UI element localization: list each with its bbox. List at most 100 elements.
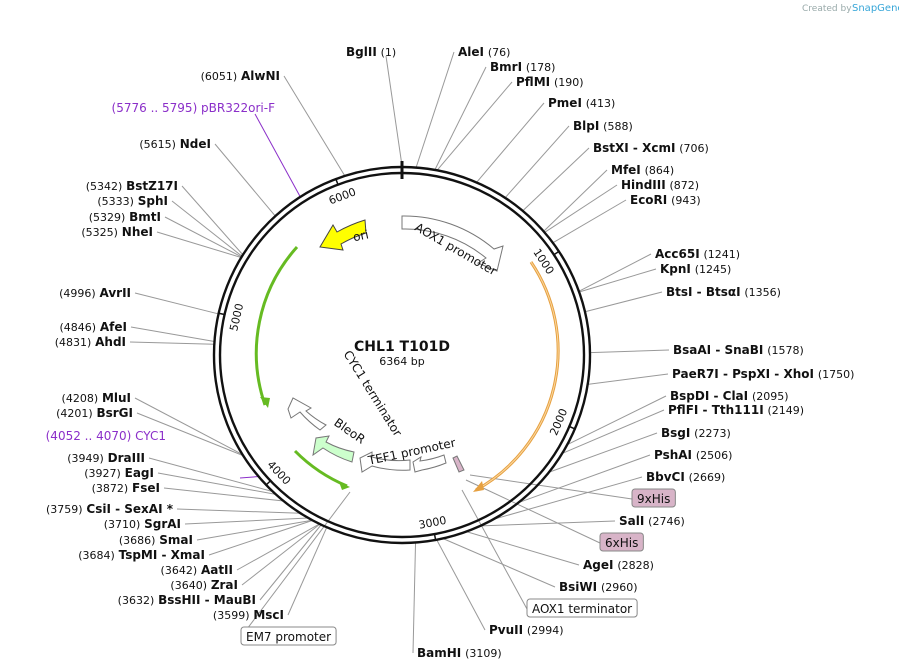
enzyme-label[interactable]: PaeR7I - PspXI - XhoI (1750) (672, 367, 854, 381)
enzyme-leader (196, 519, 313, 541)
feature-leader (469, 474, 633, 500)
enzyme-label[interactable]: (4996) AvrII (59, 286, 131, 300)
enzyme-label[interactable]: BspDI - ClaI (2095) (670, 389, 789, 403)
enzyme-label[interactable]: AgeI (2828) (583, 558, 654, 572)
enzyme-label[interactable]: PflFI - Tth111I (2149) (668, 403, 804, 417)
enzyme-label[interactable]: BamHI (3109) (417, 646, 502, 660)
enzyme-label[interactable]: (3599) MscI (213, 608, 284, 622)
enzyme-label[interactable]: MfeI (864) (611, 163, 674, 177)
enzyme-label[interactable]: (3684) TspMI - XmaI (78, 548, 205, 562)
small-feature-arrow[interactable] (412, 454, 447, 473)
enzyme-label[interactable]: BglII (1) (346, 45, 396, 59)
enzyme-name: PmeI (548, 96, 582, 110)
enzyme-label[interactable]: (3640) ZraI (170, 578, 238, 592)
cyc1-terminator-arrow[interactable] (287, 397, 327, 431)
enzyme-label[interactable]: (5615) NdeI (139, 137, 211, 151)
enzyme-leader (176, 508, 301, 514)
enzyme-position: (1356) (744, 286, 781, 299)
enzyme-label[interactable]: BbvCI (2669) (646, 470, 725, 484)
enzyme-label[interactable]: Acc65I (1241) (655, 247, 740, 261)
tick-mark (568, 425, 577, 430)
primer-label[interactable]: (5776 .. 5795) pBR322ori-F (112, 101, 276, 115)
enzyme-position: (3640) (170, 579, 207, 592)
enzyme-leader (136, 412, 244, 457)
enzyme-leader (561, 409, 665, 454)
enzyme-label[interactable]: KpnI (1245) (660, 262, 731, 276)
enzyme-position: (5615) (139, 138, 176, 151)
enzyme-label[interactable]: PshAI (2506) (654, 448, 732, 462)
enzyme-label[interactable]: BsaAI - SnaBI (1578) (673, 343, 804, 357)
enzyme-label[interactable]: (5342) BstZ17I (86, 179, 178, 193)
enzyme-leader (584, 291, 663, 313)
enzyme-name: PvuII (489, 623, 523, 637)
enzyme-position: (2828) (617, 559, 654, 572)
enzyme-leader (134, 292, 219, 315)
enzyme-label[interactable]: (4208) MluI (62, 391, 131, 405)
enzyme-label[interactable]: (3632) BssHII - MauBI (118, 593, 256, 607)
enzyme-leader (148, 457, 273, 493)
bleor-arrow[interactable] (312, 435, 355, 463)
enzyme-position: (5329) (89, 211, 126, 224)
enzyme-name: AvrII (99, 286, 131, 300)
enzyme-name: EagI (125, 466, 154, 480)
enzyme-label[interactable]: BstXI - XcmI (706) (593, 141, 709, 155)
enzyme-label[interactable]: PflMI (190) (516, 75, 584, 89)
enzyme-name: MfeI (611, 163, 641, 177)
primer-leader (239, 476, 259, 479)
enzyme-label[interactable]: (3710) SgrAI (104, 517, 181, 531)
enzyme-label[interactable]: (4201) BsrGI (56, 406, 133, 420)
enzyme-label[interactable]: (6051) AlwNI (201, 69, 280, 83)
enzyme-label[interactable]: PvuII (2994) (489, 623, 564, 637)
feature-leader (240, 491, 351, 638)
enzyme-label[interactable]: SalI (2746) (619, 514, 685, 528)
primer-label[interactable]: (4052 .. 4070) CYC1 (46, 429, 166, 443)
enzyme-label[interactable]: EcoRI (943) (630, 193, 701, 207)
plasmid-length: 6364 bp (379, 355, 424, 368)
boxed-feature[interactable] (526, 598, 638, 618)
enzyme-leader (184, 517, 309, 525)
leader-lines (129, 51, 670, 654)
enzyme-leader (171, 200, 243, 257)
enzyme-position: (178) (526, 61, 556, 74)
boxed-feature[interactable] (631, 488, 676, 508)
enzyme-label[interactable]: (5333) SphI (97, 194, 168, 208)
boxed-feature[interactable] (599, 532, 644, 552)
enzyme-label[interactable]: (4846) AfeI (59, 320, 127, 334)
enzyme-leader (442, 538, 556, 588)
enzyme-position: (3872) (92, 482, 129, 495)
enzyme-label[interactable]: BsiWI (2960) (559, 580, 638, 594)
enzyme-name: AfeI (100, 320, 127, 334)
enzyme-name: BglII (346, 45, 377, 59)
enzyme-label[interactable]: (3642) AatII (161, 563, 233, 577)
enzyme-leader (544, 184, 618, 233)
enzyme-label[interactable]: AleI (76) (458, 45, 510, 59)
enzyme-label[interactable]: BtsI - BtsαI (1356) (666, 285, 781, 299)
enzyme-label[interactable]: (5329) BmtI (89, 210, 161, 224)
boxed-feature[interactable] (240, 626, 337, 646)
aox1-promoter-arrow[interactable] (401, 215, 504, 272)
green-arc-left (254, 245, 299, 406)
enzyme-label[interactable]: HindIII (872) (621, 178, 699, 192)
enzyme-label[interactable]: (5325) NheI (81, 225, 153, 239)
enzyme-label[interactable]: (3686) SmaI (119, 533, 193, 547)
enzyme-label[interactable]: BsgI (2273) (661, 426, 731, 440)
tick-label: 6000 (327, 185, 358, 207)
tef1-promoter-arrow[interactable] (359, 451, 411, 473)
enzyme-label[interactable]: (3759) CsiI - SexAI * (46, 502, 174, 516)
enzyme-label[interactable]: (3949) DraIII (67, 451, 145, 465)
tick-mark (433, 532, 437, 542)
enzyme-position: (5333) (97, 195, 134, 208)
enzyme-label[interactable]: (4831) AhdI (55, 335, 126, 349)
enzyme-label[interactable]: BmrI (178) (490, 60, 555, 74)
enzyme-label[interactable]: (3872) FseI (92, 481, 160, 495)
enzyme-label[interactable]: PmeI (413) (548, 96, 615, 110)
enzyme-leader (287, 527, 328, 616)
enzyme-name: MscI (253, 608, 284, 622)
enzyme-label[interactable]: (3927) EagI (84, 466, 154, 480)
ori-arrow[interactable] (319, 219, 367, 251)
enzyme-name: CsiI - SexAI * (86, 502, 173, 516)
enzyme-position: (4846) (59, 321, 96, 334)
enzyme-label[interactable]: BlpI (588) (573, 119, 633, 133)
orange-arc-head (473, 481, 484, 492)
